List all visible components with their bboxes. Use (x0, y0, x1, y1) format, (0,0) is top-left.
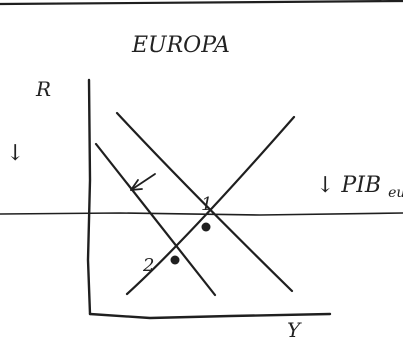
y-axis (86, 78, 92, 316)
top-frame-line (0, 0, 403, 6)
equilibrium-point-2 (170, 255, 180, 265)
horizontal-line (0, 212, 403, 216)
y-axis-label: R (35, 77, 51, 101)
downward-curve-2 (94, 142, 217, 297)
right-note: ↓ PIB eu (316, 173, 403, 201)
right-note-main: ↓ PIB (316, 173, 381, 198)
point-label-2: 2 (142, 255, 154, 276)
downward-curve-1 (115, 111, 294, 293)
x-axis-label: Y (287, 318, 302, 337)
shift-arrow-head (130, 179, 143, 191)
left-note: ↓ (6, 141, 24, 166)
x-axis (88, 312, 332, 320)
diagram-title: EUROPA (131, 33, 230, 58)
shift-arrow (130, 173, 156, 191)
right-note-subscript: eu (388, 185, 403, 201)
point-label-1: 1 (201, 194, 212, 215)
equilibrium-point-1 (201, 222, 211, 232)
upward-curve (125, 115, 296, 296)
